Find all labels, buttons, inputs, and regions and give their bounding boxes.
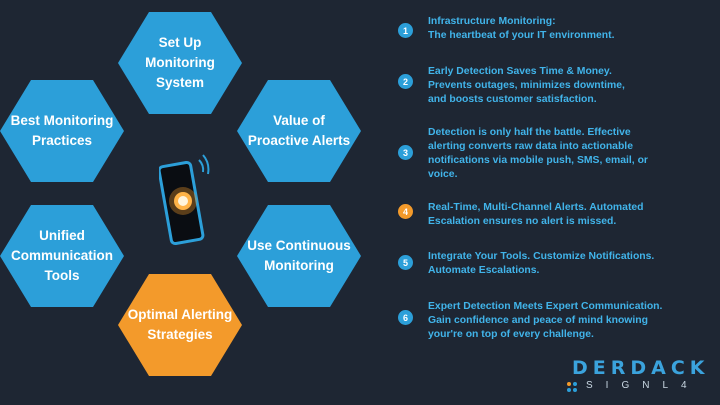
list-item-text: Expert Detection Meets Expert Communicat… xyxy=(428,301,663,340)
list-item-text: Detection is only half the battle. Effec… xyxy=(428,127,648,180)
step-number-badge: 1 xyxy=(398,23,413,38)
hex-best-monitoring-practices: Best Monitoring Practices xyxy=(0,80,124,182)
step-number-badge: 5 xyxy=(398,255,413,270)
hex-value-of-proactive-alerts: Value of Proactive Alerts xyxy=(237,80,361,182)
smartphone-alert-icon xyxy=(159,154,210,246)
list-item-text: Real-Time, Multi-Channel Alerts. Automat… xyxy=(428,202,644,227)
logo-subtitle: SIGNL4 xyxy=(586,380,700,391)
derdack-signl4-logo: DERDACK SIGNL4 xyxy=(566,357,706,397)
hex-optimal-alerting-strategies: Optimal Alerting Strategies xyxy=(118,274,242,376)
hex-set-up-monitoring: Set Up Monitoring System xyxy=(118,12,242,114)
list-item-text: Infrastructure Monitoring: The heartbeat… xyxy=(428,16,615,41)
hex-unified-communication-tools: Unified Communication Tools xyxy=(0,205,124,307)
hex-use-continuous-monitoring: Use Continuous Monitoring xyxy=(237,205,361,307)
step-number-badge: 6 xyxy=(398,310,413,325)
step-number-badge: 3 xyxy=(398,145,413,160)
list-item-text: Early Detection Saves Time & Money. Prev… xyxy=(428,66,625,105)
step-number-badge: 4 xyxy=(398,204,413,219)
logo-wordmark: DERDACK xyxy=(572,357,710,379)
step-number-badge: 2 xyxy=(398,74,413,89)
logo-dots-icon xyxy=(567,382,577,392)
list-item-text: Integrate Your Tools. Customize Notifica… xyxy=(428,251,655,276)
